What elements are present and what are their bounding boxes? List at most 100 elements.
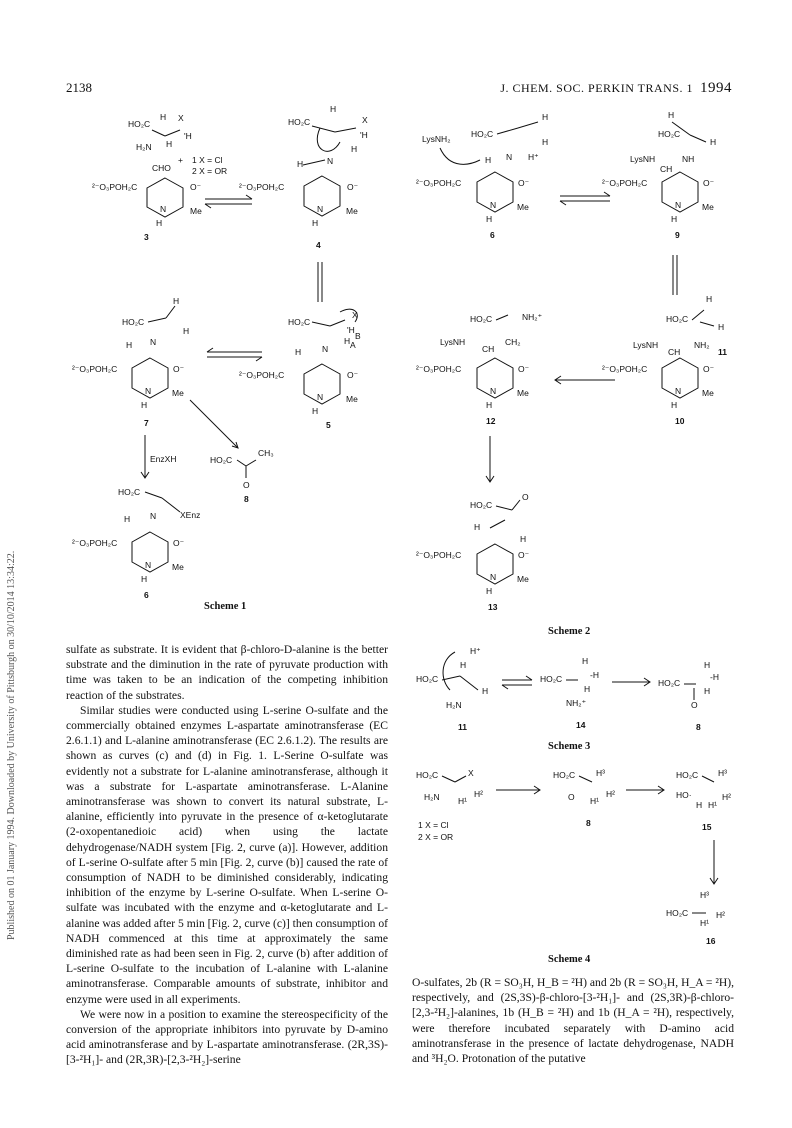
svg-text:²⁻O₃POH₂C: ²⁻O₃POH₂C bbox=[239, 370, 284, 380]
lysnh2-label: LysNH₂ bbox=[422, 134, 451, 144]
svg-text:H: H bbox=[710, 137, 716, 147]
svg-text:²⁻O₃POH₂C: ²⁻O₃POH₂C bbox=[602, 364, 647, 374]
svg-text:H: H bbox=[486, 586, 492, 596]
compound-10-label: 10 bbox=[675, 416, 685, 426]
svg-text:H³: H³ bbox=[700, 890, 709, 900]
svg-text:H¹: H¹ bbox=[708, 800, 717, 810]
svg-text:²⁻O₃POH₂C: ²⁻O₃POH₂C bbox=[239, 182, 284, 192]
svg-text:O⁻: O⁻ bbox=[703, 178, 714, 188]
svg-text:H: H bbox=[704, 660, 710, 670]
svg-text:X: X bbox=[468, 768, 474, 778]
svg-text:H₂N: H₂N bbox=[446, 700, 462, 710]
scheme-4-caption: Scheme 4 bbox=[548, 954, 591, 965]
svg-text:H: H bbox=[520, 534, 526, 544]
svg-text:H⁺: H⁺ bbox=[528, 152, 539, 162]
compound-14-label: 14 bbox=[576, 720, 586, 730]
journal-year: 1994 bbox=[700, 80, 732, 96]
legend-1x-cl: 1 X = Cl bbox=[192, 155, 223, 165]
svg-text:NH: NH bbox=[682, 154, 694, 164]
svg-text:HO₂C: HO₂C bbox=[288, 117, 310, 127]
svg-text:N: N bbox=[150, 337, 156, 347]
svg-text:HO₂C: HO₂C bbox=[210, 455, 232, 465]
svg-text:H²: H² bbox=[474, 789, 483, 799]
svg-text:N: N bbox=[327, 156, 333, 166]
svg-text:O⁻: O⁻ bbox=[703, 364, 714, 374]
svg-text:HO₂C: HO₂C bbox=[676, 770, 698, 780]
compound-15-label: 15 bbox=[702, 822, 712, 832]
svg-text:HO₂C: HO₂C bbox=[658, 678, 680, 688]
svg-text:HO₂C: HO₂C bbox=[666, 314, 688, 324]
svg-text:O⁻: O⁻ bbox=[518, 364, 529, 374]
svg-text:O⁻: O⁻ bbox=[173, 364, 184, 374]
svg-text:'H: 'H bbox=[347, 325, 355, 335]
svg-text:H¹: H¹ bbox=[590, 796, 599, 806]
svg-text:²⁻O₃POH₂C: ²⁻O₃POH₂C bbox=[416, 178, 461, 188]
svg-text:N: N bbox=[322, 344, 328, 354]
svg-text:O: O bbox=[243, 480, 250, 490]
running-header: J. CHEM. SOC. PERKIN TRANS. 1 1994 bbox=[500, 80, 732, 97]
scheme-2-caption: Scheme 2 bbox=[548, 626, 590, 637]
svg-text:H¹: H¹ bbox=[458, 796, 467, 806]
left-paragraph-3: We were now in a position to examine the… bbox=[66, 1007, 388, 1067]
compound-9-label: 9 bbox=[675, 230, 680, 240]
svg-text:HO₂C: HO₂C bbox=[540, 674, 562, 684]
svg-text:CH₂: CH₂ bbox=[505, 337, 521, 347]
svg-text:CH: CH bbox=[482, 344, 494, 354]
scheme-1-caption: Scheme 1 bbox=[204, 601, 246, 612]
svg-text:H: H bbox=[671, 214, 677, 224]
svg-text:O⁻: O⁻ bbox=[518, 178, 529, 188]
svg-text:H: H bbox=[706, 294, 712, 304]
left-text-column: sulfate as substrate. It is evident that… bbox=[66, 642, 388, 1068]
svg-text:H: H bbox=[671, 400, 677, 410]
svg-text:HO₂C: HO₂C bbox=[416, 674, 438, 684]
svg-text:O⁻: O⁻ bbox=[173, 538, 184, 548]
svg-text:O: O bbox=[568, 792, 575, 802]
svg-text:N: N bbox=[317, 204, 323, 214]
svg-text:O: O bbox=[691, 700, 698, 710]
compound-8c-label: 8 bbox=[586, 818, 591, 828]
left-paragraph-2: Similar studies were conducted using L-s… bbox=[66, 703, 388, 1006]
compound-4-label: 4 bbox=[316, 240, 321, 250]
svg-text:H: H bbox=[718, 322, 724, 332]
svg-text:Me: Me bbox=[190, 206, 202, 216]
svg-text:H: H bbox=[482, 686, 488, 696]
svg-text:H: H bbox=[330, 104, 336, 114]
svg-text:²⁻O₃POH₂C: ²⁻O₃POH₂C bbox=[416, 550, 461, 560]
compound-13-label: 13 bbox=[488, 602, 498, 612]
svg-text:N: N bbox=[675, 200, 681, 210]
svg-text:Me: Me bbox=[517, 202, 529, 212]
svg-text:H₂N: H₂N bbox=[424, 792, 440, 802]
right-text-column: O-sulfates, 2b (R = SO₃H, H_B = ²H) and … bbox=[412, 975, 734, 1066]
enzyme-label: EnzXH bbox=[150, 454, 176, 464]
svg-text:²⁻O₃POH₂C: ²⁻O₃POH₂C bbox=[72, 538, 117, 548]
svg-text:Me: Me bbox=[517, 574, 529, 584]
svg-text:HO₂C: HO₂C bbox=[471, 129, 493, 139]
svg-text:H: H bbox=[474, 522, 480, 532]
svg-text:H: H bbox=[295, 347, 301, 357]
svg-text:HO₂C: HO₂C bbox=[128, 119, 150, 129]
compound-6-label: 7 bbox=[144, 418, 149, 428]
svg-text:H²: H² bbox=[716, 910, 725, 920]
svg-text:HO₂C: HO₂C bbox=[288, 317, 310, 327]
svg-text:O⁻: O⁻ bbox=[190, 182, 201, 192]
svg-text:H: H bbox=[183, 326, 189, 336]
svg-text:N: N bbox=[150, 511, 156, 521]
svg-text:Me: Me bbox=[346, 206, 358, 216]
lysnh-label-9: LysNH bbox=[630, 154, 655, 164]
right-paragraph-1: O-sulfates, 2b (R = SO₃H, H_B = ²H) and … bbox=[412, 976, 734, 1066]
svg-text:H: H bbox=[486, 214, 492, 224]
svg-text:²⁻O₃POH₂C: ²⁻O₃POH₂C bbox=[416, 364, 461, 374]
compound-7-label: 6 bbox=[144, 590, 149, 600]
svg-text:N: N bbox=[160, 204, 166, 214]
svg-text:Me: Me bbox=[172, 562, 184, 572]
lysnh-label-10: LysNH bbox=[633, 340, 658, 350]
svg-text:N: N bbox=[145, 560, 151, 570]
